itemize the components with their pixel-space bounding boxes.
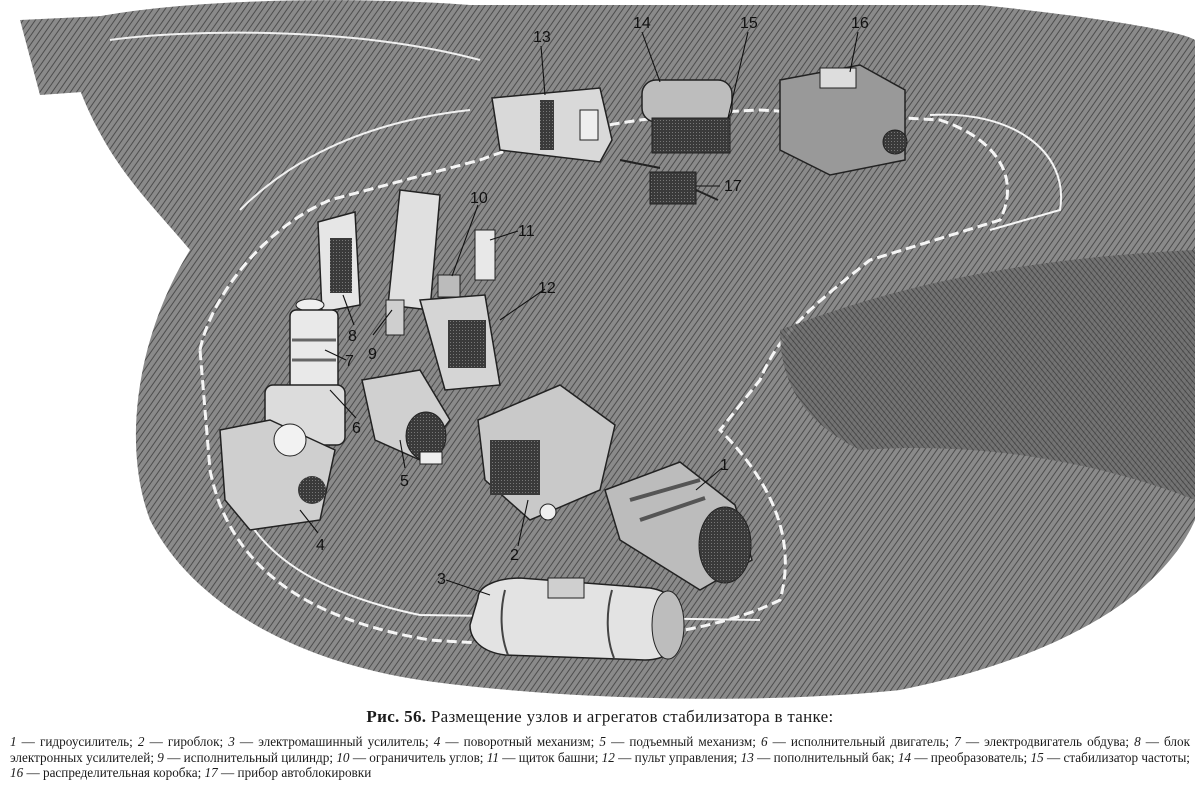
legend-text: — ограничитель углов; [349, 749, 487, 765]
legend-number: 8 [1134, 734, 1141, 749]
legend-entry-16: 16 — распределительная коробка; [10, 765, 205, 780]
legend-text: — исполнительный цилиндр; [163, 749, 337, 765]
callout-3: 3 [437, 571, 446, 588]
unit-13-tank [491, 87, 613, 163]
legend-entry-4: 4 — поворотный механизм; [434, 734, 600, 749]
callout-10: 10 [470, 190, 488, 207]
legend-text: — прибор автоблокировки [217, 765, 372, 781]
legend-number: 10 [336, 749, 350, 765]
legend-text: — электромашинный усилитель; [234, 734, 434, 749]
figure-caption: Рис. 56. Размещение узлов и агрегатов ст… [0, 707, 1200, 727]
legend-text: — распределительная коробка; [23, 765, 205, 781]
figure-legend: 1 — гидроусилитель; 2 — гироблок; 3 — эл… [10, 734, 1190, 781]
legend-text: — электродвигатель обдува; [960, 734, 1135, 749]
legend-number: 14 [897, 749, 912, 765]
unit-9-cylinder [385, 189, 441, 336]
legend-number: 1 [10, 734, 17, 749]
legend-text: — блок электронных усилителей; [10, 734, 1190, 765]
callout-2: 2 [510, 547, 519, 564]
unit-11-turret-panel [474, 229, 496, 281]
legend-text: — преобразователь; [911, 749, 1031, 765]
callout-16: 16 [851, 15, 869, 32]
legend-number: 7 [954, 734, 961, 749]
legend-number: 16 [10, 765, 24, 781]
legend-entry-8: 8 — блок электронных усилителей; [10, 734, 1190, 765]
legend-number: 6 [760, 734, 768, 749]
legend-number: 13 [740, 749, 754, 765]
caption-prefix: Рис. 56. [366, 707, 427, 726]
tank-stabilizer-diagram: 13 14 15 16 17 10 11 12 8 9 7 6 5 4 2 1 … [20, 0, 1195, 699]
callout-12: 12 [538, 280, 556, 297]
unit-14-converter [641, 79, 733, 154]
callout-14: 14 [633, 15, 651, 32]
legend-text: — пульт управления; [614, 749, 741, 765]
unit-1-hydro-amplifier [604, 461, 753, 591]
legend-text: — подъемный механизм; [606, 734, 761, 749]
legend-entry-14: 14 — преобразователь; [898, 750, 1031, 765]
legend-entry-9: 9 — исполнительный цилиндр; [157, 750, 336, 765]
legend-number: 15 [1030, 749, 1044, 765]
legend-entry-6: 6 — исполнительный двигатель; [761, 734, 954, 749]
unit-17-autolock [619, 159, 719, 205]
unit-16-junction-box [779, 64, 908, 176]
unit-10-angle-limiter [437, 274, 461, 298]
callout-7: 7 [345, 353, 354, 370]
unit-5-elevation [361, 369, 451, 465]
callout-5: 5 [400, 473, 409, 490]
callout-labels: 13 14 15 16 17 10 11 12 8 9 7 6 5 4 2 1 … [316, 15, 869, 588]
callout-8: 8 [348, 328, 357, 345]
legend-text: — щиток башни; [498, 749, 602, 765]
legend-text: — гидроусилитель; [16, 734, 138, 749]
legend-number: 9 [157, 749, 164, 765]
legend-number: 12 [601, 749, 615, 765]
legend-entry-15: 15 — стабилизатор частоты; [1031, 750, 1190, 765]
unit-3-emu [469, 577, 685, 661]
callout-6: 6 [352, 420, 361, 437]
legend-entry-11: 11 — щиток башни; [487, 750, 602, 765]
legend-entry-5: 5 — подъемный механизм; [599, 734, 761, 749]
legend-entry-13: 13 — пополнительный бак; [741, 750, 898, 765]
callout-13: 13 [533, 29, 551, 46]
legend-entry-3: 3 — электромашинный усилитель; [228, 734, 433, 749]
callout-17: 17 [724, 178, 742, 195]
unit-8-amplifier-block [317, 211, 361, 313]
legend-number: 4 [433, 734, 441, 749]
unit-4-traverse [219, 419, 336, 531]
legend-number: 11 [486, 749, 499, 765]
legend-entry-10: 10 — ограничитель углов; [336, 750, 486, 765]
legend-text: — поворотный механизм; [440, 734, 600, 749]
turret-hull [20, 0, 1195, 699]
legend-number: 3 [228, 734, 235, 749]
callout-1: 1 [720, 457, 729, 474]
legend-entry-12: 12 — пульт управления; [602, 750, 741, 765]
callout-15: 15 [740, 15, 758, 32]
legend-text: — стабилизатор частоты; [1043, 749, 1190, 765]
legend-text: — гироблок; [144, 734, 229, 749]
legend-number: 5 [599, 734, 607, 749]
legend-number: 2 [137, 734, 145, 749]
unit-2-gyro [477, 384, 616, 521]
unit-7-blower-motor [289, 298, 339, 391]
callout-11: 11 [518, 223, 535, 240]
unit-12-control-panel [419, 294, 501, 391]
legend-entry-2: 2 — гироблок; [138, 734, 228, 749]
callout-leaders [299, 31, 859, 596]
callout-4: 4 [316, 537, 325, 554]
callout-9: 9 [368, 346, 377, 363]
legend-number: 17 [204, 765, 218, 781]
legend-entry-7: 7 — электродвигатель обдува; [954, 734, 1134, 749]
legend-text: — пополнительный бак; [753, 749, 898, 765]
legend-text: — исполнительный двигатель; [767, 734, 955, 749]
legend-entry-17: 17 — прибор автоблокировки [205, 765, 372, 780]
caption-title: Размещение узлов и агрегатов стабилизато… [430, 707, 834, 726]
legend-entry-1: 1 — гидроусилитель; [10, 734, 138, 749]
